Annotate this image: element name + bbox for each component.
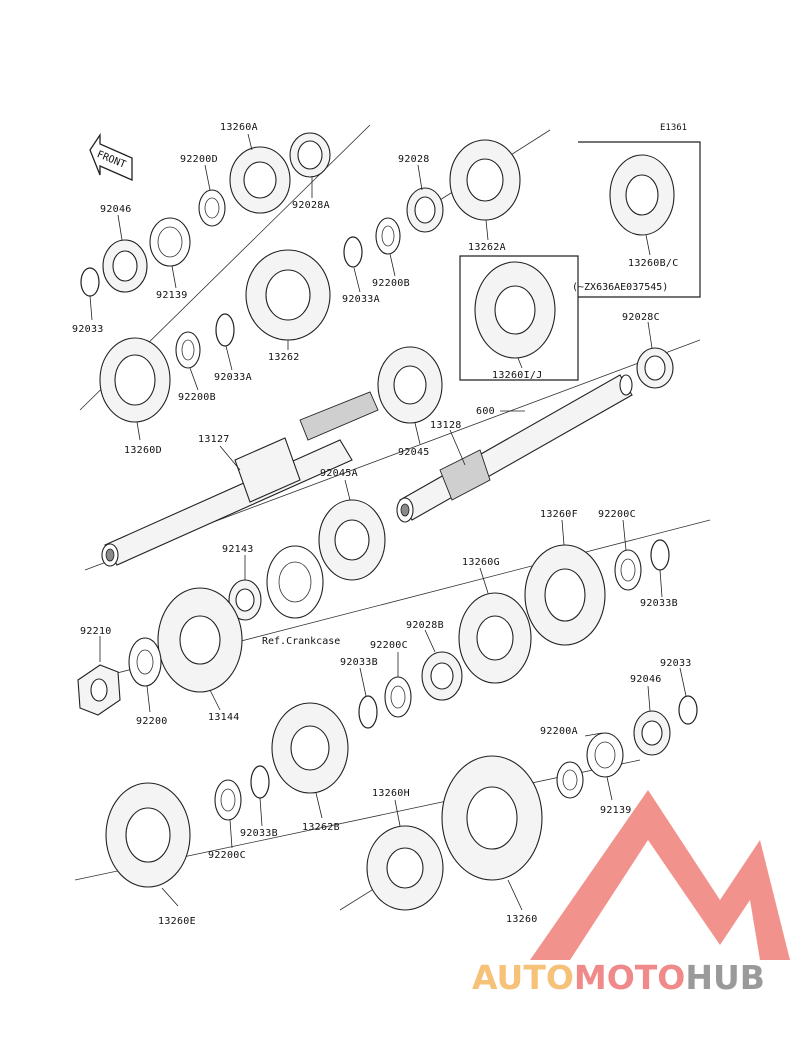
gear-13260BC xyxy=(609,154,675,236)
label-13260IJ: 13260I/J xyxy=(492,370,543,381)
label-92139-2: 92139 xyxy=(600,805,632,816)
circlip-92033 xyxy=(80,267,100,297)
watermark-logo-icon xyxy=(530,790,790,960)
label-13260A: 13260A xyxy=(220,122,258,133)
label-92200D: 92200D xyxy=(180,154,218,165)
figure-code: E1361 xyxy=(660,123,687,133)
shaft-13127 xyxy=(101,391,379,567)
label-13128: 13128 xyxy=(430,420,462,431)
front-arrow-icon: FRONT xyxy=(89,132,133,181)
ref-crankcase-note: Ref.Crankcase xyxy=(262,636,340,647)
label-92200A: 92200A xyxy=(540,726,578,737)
gear-13260F xyxy=(524,544,606,646)
washer-92200B-2 xyxy=(175,331,201,369)
label-92033B: 92033B xyxy=(640,598,678,609)
gear-13260 xyxy=(441,755,543,881)
label-92200C: 92200C xyxy=(598,509,636,520)
bearing-92045 xyxy=(377,346,443,424)
label-92033B-2: 92033B xyxy=(340,657,378,668)
label-13262B: 13262B xyxy=(302,822,340,833)
circlip-92033B-2 xyxy=(358,695,378,729)
label-92139: 92139 xyxy=(156,290,188,301)
label-92033-2: 92033 xyxy=(660,658,692,669)
label-92033A: 92033A xyxy=(342,294,380,305)
label-92028: 92028 xyxy=(398,154,430,165)
label-92200C-3: 92200C xyxy=(208,850,246,861)
gear-13260H xyxy=(366,825,444,911)
gear-13260G xyxy=(458,592,532,684)
label-92143: 92143 xyxy=(222,544,254,555)
label-92028B: 92028B xyxy=(406,620,444,631)
watermark-text: AUTOMOTOHUB xyxy=(472,958,765,997)
gear-13260D xyxy=(99,337,171,423)
label-92200B-2: 92200B xyxy=(178,392,216,403)
bushing-92028C xyxy=(636,347,674,389)
washer-92200C xyxy=(614,549,642,591)
washer-92200D xyxy=(198,189,226,227)
label-92033A-2: 92033A xyxy=(214,372,252,383)
circlip-92033A-2 xyxy=(215,313,235,347)
label-92200C-2: 92200C xyxy=(370,640,408,651)
variant-inset-box xyxy=(459,141,701,381)
gear-13262A xyxy=(449,139,521,221)
label-92046: 92046 xyxy=(100,204,132,215)
washer-92200A xyxy=(556,761,584,799)
watermark-segment-moto: MOTO xyxy=(573,958,686,997)
shaft-13128 xyxy=(396,374,633,523)
label-92045: 92045 xyxy=(398,447,430,458)
label-13260D: 13260D xyxy=(124,445,162,456)
label-13260E: 13260E xyxy=(158,916,196,927)
bushing-92139-2 xyxy=(586,732,624,778)
label-13260H: 13260H xyxy=(372,788,410,799)
watermark-segment-auto: AUTO xyxy=(472,958,574,997)
label-92028A: 92028A xyxy=(292,200,330,211)
label-13260F: 13260F xyxy=(540,509,578,520)
label-92033B-3: 92033B xyxy=(240,828,278,839)
circlip-92033-2 xyxy=(678,695,698,725)
washer-92200 xyxy=(128,637,162,687)
label-92200: 92200 xyxy=(136,716,168,727)
label-13144: 13144 xyxy=(208,712,240,723)
label-92046-2: 92046 xyxy=(630,674,662,685)
gear-13260IJ xyxy=(474,261,556,359)
bushing-92028A xyxy=(289,132,331,178)
washer-92200B xyxy=(375,217,401,255)
circlip-92033B-3 xyxy=(250,765,270,799)
label-92045A: 92045A xyxy=(320,468,358,479)
gear-13260A xyxy=(229,146,291,214)
label-13127: 13127 xyxy=(198,434,230,445)
gear-13260E xyxy=(105,782,191,888)
label-13260: 13260 xyxy=(506,914,538,925)
label-92033: 92033 xyxy=(72,324,104,335)
gear-13262B xyxy=(271,702,349,794)
bearing-92046 xyxy=(102,239,148,293)
washer-92200C-3 xyxy=(214,779,242,821)
model-note: (~ZX636AE037545) xyxy=(572,282,668,293)
bushing-92028 xyxy=(406,187,444,233)
label-13262: 13262 xyxy=(268,352,300,363)
seal-92143 xyxy=(266,545,324,619)
label-13262A: 13262A xyxy=(468,242,506,253)
bushing-92139 xyxy=(149,217,191,267)
part-labels: 13260A 92200D 92028A 92028 92046 92139 9… xyxy=(72,122,692,927)
nut-92210 xyxy=(77,664,121,716)
label-13260BC: 13260B/C xyxy=(628,258,679,269)
circlip-92033B xyxy=(650,539,670,571)
label-600: 600 xyxy=(476,406,495,417)
washer-92200C-2 xyxy=(384,676,412,718)
watermark-segment-hub: HUB xyxy=(685,958,765,997)
bearing-92046-2 xyxy=(633,710,671,756)
sprocket-13144 xyxy=(157,587,243,693)
bearing-92028B xyxy=(421,651,463,701)
bearing-92045A xyxy=(318,499,386,581)
leader-lines xyxy=(89,133,687,911)
gear-13262 xyxy=(245,249,331,341)
circlip-92033A xyxy=(343,236,363,268)
label-92028C: 92028C xyxy=(622,312,660,323)
label-13260G: 13260G xyxy=(462,557,500,568)
label-92200B: 92200B xyxy=(372,278,410,289)
label-92210: 92210 xyxy=(80,626,112,637)
